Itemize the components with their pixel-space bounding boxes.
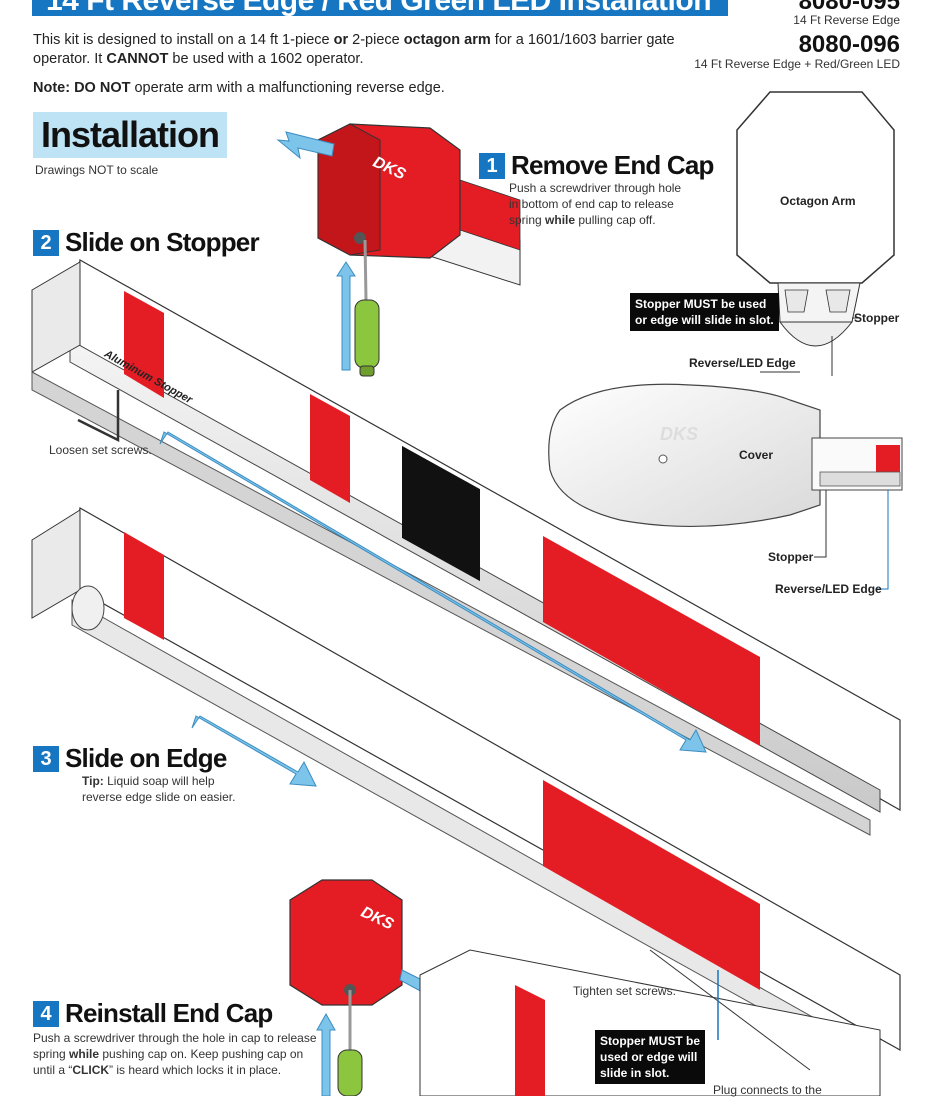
step4-number: 4 <box>33 1001 59 1027</box>
step1-end-cap-drawing <box>318 124 520 285</box>
stopper-warning-1: Stopper MUST be used or edge will slide … <box>630 293 779 331</box>
warning-line: Stopper MUST be <box>600 1033 700 1049</box>
tip-label: Tip: <box>82 774 104 788</box>
text: spring <box>33 1047 69 1061</box>
octagon-arm-section <box>737 92 894 376</box>
step4-title: Reinstall End Cap <box>65 998 272 1029</box>
tip-line: reverse edge slide on easier. <box>82 789 235 805</box>
text-bold: while <box>545 213 575 227</box>
step3-number: 3 <box>33 746 59 772</box>
text: pushing cap on. Keep pushing cap on <box>99 1047 303 1061</box>
step1-screwdriver <box>355 240 379 376</box>
step1-header: 1 Remove End Cap <box>479 150 714 181</box>
reverse-led-edge-label: Reverse/LED Edge <box>689 356 796 370</box>
step4-line: spring while pushing cap on. Keep pushin… <box>33 1046 317 1062</box>
stopper-label: Stopper <box>854 311 899 325</box>
step4-description: Push a screwdriver through the hole in c… <box>33 1030 317 1078</box>
tip-line: Tip: Liquid soap will help <box>82 773 235 789</box>
step4-line: until a “CLICK” is heard which locks it … <box>33 1062 317 1078</box>
step3-header: 3 Slide on Edge <box>33 743 227 774</box>
stopper-warning-2: Stopper MUST be used or edge will slide … <box>595 1030 705 1084</box>
text-bold: CLICK <box>72 1063 109 1077</box>
stopper-label-2: Stopper <box>768 550 813 564</box>
step1-title: Remove End Cap <box>511 150 714 181</box>
step1-up-arrow <box>337 262 355 370</box>
reverse-led-edge-label-2: Reverse/LED Edge <box>775 582 882 596</box>
step1-number: 1 <box>479 153 505 179</box>
step2-title: Slide on Stopper <box>65 227 259 258</box>
warning-line: or edge will slide in slot. <box>635 312 774 328</box>
warning-line: used or edge will <box>600 1049 700 1065</box>
text-bold: while <box>69 1047 99 1061</box>
step1-description: Push a screwdriver through hole in botto… <box>509 180 681 228</box>
dks-logo-cover: DKS <box>660 424 698 445</box>
step3-tip: Tip: Liquid soap will help reverse edge … <box>82 773 235 805</box>
text: pulling cap off. <box>575 213 656 227</box>
loosen-label: Loosen set screws. <box>49 443 152 457</box>
step1-line: Push a screwdriver through hole <box>509 180 681 196</box>
step2-number: 2 <box>33 230 59 256</box>
text: ” is heard which locks it in place. <box>109 1063 281 1077</box>
text: Liquid soap will help <box>104 774 215 788</box>
cover-label: Cover <box>739 448 773 462</box>
octagon-arm-label: Octagon Arm <box>780 194 856 208</box>
warning-line: slide in slot. <box>600 1065 700 1081</box>
step1-line: spring while pulling cap off. <box>509 212 681 228</box>
step4-header: 4 Reinstall End Cap <box>33 998 272 1029</box>
plug-label: Plug connects to the <box>713 1083 822 1097</box>
step4-line: Push a screwdriver through the hole in c… <box>33 1030 317 1046</box>
warning-line: Stopper MUST be used <box>635 296 774 312</box>
step3-title: Slide on Edge <box>65 743 227 774</box>
tighten-label: Tighten set screws. <box>573 984 676 998</box>
step1-line: in bottom of end cap to release <box>509 196 681 212</box>
text: until a “ <box>33 1063 72 1077</box>
step2-header: 2 Slide on Stopper <box>33 227 259 258</box>
text: spring <box>509 213 545 227</box>
